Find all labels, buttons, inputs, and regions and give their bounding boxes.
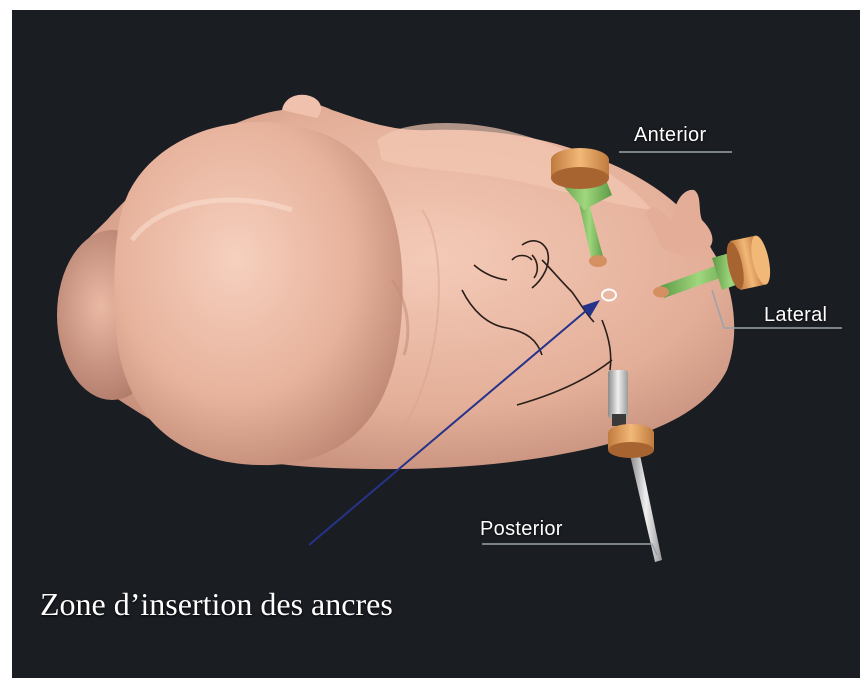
caption-anchor-insertion-zone: Zone d’insertion des ancres <box>40 586 393 623</box>
hip-anatomy-model <box>57 95 734 469</box>
anterior-label: Anterior <box>634 124 706 147</box>
hip-anatomy-illustration <box>12 10 860 678</box>
image-frame: Anterior Lateral Posterior Zone d’insert… <box>12 10 860 678</box>
lateral-label: Lateral <box>764 304 827 327</box>
posterior-label: Posterior <box>480 518 563 541</box>
